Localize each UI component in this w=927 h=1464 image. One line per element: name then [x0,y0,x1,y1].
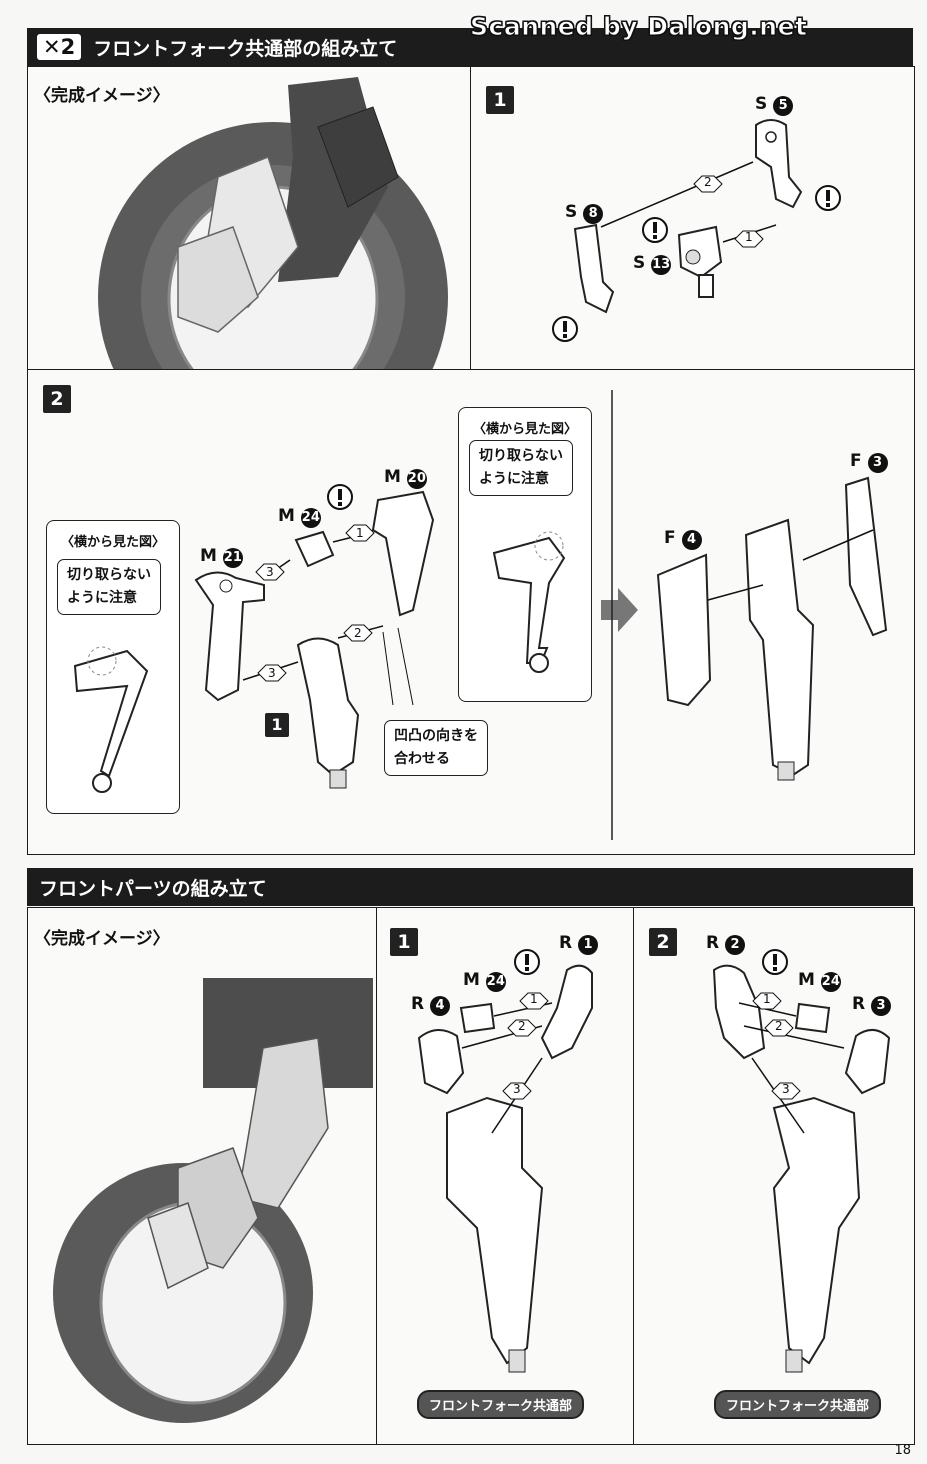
step-number: 1 [390,928,418,956]
part-label-s5: S 5 [755,94,794,116]
section2-header: フロントパーツの組み立て [27,868,913,906]
caution-icon [327,484,353,510]
step1-assembly-diagram [552,119,841,342]
part-number-badge: 21 [222,548,243,568]
part-label-s8: S 8 [565,202,604,224]
order-label: 2 [775,1019,783,1033]
section2-step2-diagram [712,949,891,1373]
motorcycle-wheel-illustration [53,978,373,1423]
completed-image-panel-2: 〈完成イメージ〉 [27,907,377,1445]
order-label: 3 [513,1082,521,1096]
part-label-m24: M 24 [278,506,321,528]
order-label: 3 [268,666,276,680]
page-number: 18 [894,1443,911,1458]
completed-image-caption: 〈完成イメージ〉 [34,929,170,949]
part-number-badge: 24 [300,508,321,528]
section1-step1-panel: 1 S 5 S 8 S 13 2 1 [470,66,915,370]
order-marker-1 [734,230,764,248]
note-align: 凹凸の向きを 合わせる [384,720,488,776]
part-number-badge: 24 [820,972,841,992]
order-marker-1 [345,524,375,542]
caution-icon [642,217,668,243]
section2-step1-panel: 1 R 1 M 24 R 4 1 2 3 フロントフォーク共通部 [376,907,634,1445]
caution-note-cut: 切り取らない ように注意 [57,559,161,615]
part-label-r4: R 4 [411,994,451,1016]
part-number-badge: 4 [681,530,702,550]
part-label-r2: R 2 [706,933,746,955]
order-marker-3 [257,664,287,682]
completed-image-panel-1: 〈完成イメージ〉 [27,66,471,370]
caution-icon [514,949,540,975]
part-number-badge: 1 [578,935,599,955]
step2-assembly-diagram [194,390,638,840]
caution-icon [762,949,788,975]
order-marker-2 [343,624,373,642]
fork-cover-assembly [656,476,888,781]
order-label: 1 [530,992,538,1006]
order-marker-3 [255,563,285,581]
part-label-m20: M 20 [384,467,427,489]
order-marker-2 [764,1019,794,1037]
part-number-badge: 5 [773,96,794,116]
ref-step-badge: 1 [265,713,289,737]
step-number: 1 [486,86,514,114]
completed-image-caption: 〈完成イメージ〉 [34,86,170,106]
order-label: 1 [745,230,753,244]
assembly-arrow [600,161,754,228]
side-view-title: 〈横から見た図〉 [60,535,165,550]
order-marker-1 [752,992,782,1010]
step-number: 2 [649,928,677,956]
multiplier-badge: ✕2 [37,34,82,60]
order-marker-3 [502,1082,532,1100]
caution-note-cut: 切り取らない ように注意 [469,440,573,496]
order-label: 1 [763,992,771,1006]
order-marker-3 [771,1082,801,1100]
step-number: 2 [43,385,71,413]
part-number-badge: 3 [871,996,892,1016]
part-label-r3: R 3 [852,994,892,1016]
order-label: 2 [354,626,362,640]
section1-header: ✕2 フロントフォーク共通部の組み立て [27,28,913,66]
order-marker-1 [519,992,549,1010]
part-label-f3: F 3 [850,451,888,473]
part-label-r1: R 1 [559,933,599,955]
part-number-badge: 8 [583,204,604,224]
result-label: フロントフォーク共通部 [417,1390,585,1419]
part-number-badge: 20 [406,469,427,489]
section2-step2-panel: 2 R 2 M 24 R 3 1 2 3 フロントフォーク共通部 [633,907,915,1445]
part-label-f4: F 4 [664,528,702,550]
part-number-badge: 13 [651,255,672,275]
order-label: 1 [356,526,364,540]
part-number-badge: 24 [485,972,506,992]
side-view-callout-right: 〈横から見た図〉 切り取らない ように注意 [458,407,592,702]
order-marker-2 [693,175,723,193]
part-label-m24: M 24 [798,970,841,992]
order-label: 2 [704,175,712,189]
side-view-callout-left: 〈横から見た図〉 切り取らない ように注意 [46,520,180,814]
side-view-title: 〈横から見た図〉 [472,422,577,437]
order-label: 2 [518,1019,526,1033]
next-arrow [601,588,638,632]
part-number-badge: 2 [725,935,746,955]
section1-title: フロントフォーク共通部の組み立て [93,37,398,60]
watermark: Scanned by Dalong.net [470,12,808,42]
part-label-m24: M 24 [463,970,506,992]
order-label: 3 [782,1082,790,1096]
motorcycle-wheel-illustration [98,77,448,369]
order-marker-2 [507,1019,537,1037]
section2-step1-diagram [417,949,593,1373]
part-number-badge: 3 [867,453,888,473]
result-label: フロントフォーク共通部 [714,1390,882,1419]
section1-step2-panel: 2 〈横から見た図〉 切り取らない ように注意 M 21 M 24 M 20 [27,369,915,855]
section2-title: フロントパーツの組み立て [39,877,267,900]
part-label-m21: M 21 [200,546,243,568]
order-label: 3 [266,565,274,579]
part-number-badge: 4 [430,996,451,1016]
caution-icon [552,316,578,342]
part-label-s13: S 13 [633,253,672,275]
caution-icon [815,185,841,211]
